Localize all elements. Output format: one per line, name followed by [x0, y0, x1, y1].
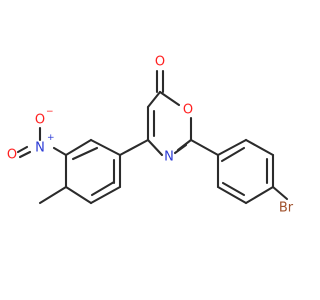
- bond-br5-br6-inner: [221, 181, 246, 197]
- bond-nitro-n-o-double-a: [16, 145, 29, 154]
- bond-methyl: [38, 185, 68, 205]
- bond-ar5-ar6: [89, 185, 122, 205]
- bond-nitro-n-o-double-b: [18, 150, 32, 159]
- bond-c2-aryl: [189, 138, 220, 157]
- bond-c-br: [271, 185, 289, 201]
- bond-n3-c4: [146, 138, 164, 157]
- bond-c5-c6: [146, 90, 162, 109]
- atom-nitro-oxygen: O: [35, 113, 45, 128]
- atom-carbonyl-oxygen: O: [155, 55, 165, 70]
- oxazinone-ring: [146, 69, 193, 157]
- atom-ring-oxygen: O: [183, 103, 193, 118]
- bond-ar5-ar6-inner: [90, 180, 116, 197]
- molecule-structure: O O N N + O − O Br: [7, 55, 294, 216]
- bond-ar1-ar2: [89, 138, 122, 157]
- nitro-methyl-phenyl-ring: [16, 126, 150, 205]
- bond-c6-o1: [158, 90, 181, 107]
- atom-bromine: Br: [279, 201, 294, 216]
- bond-br1-br2: [216, 138, 248, 157]
- atom-nitro-oxygen-double: O: [7, 148, 17, 163]
- bond-ar2-ar3-inner: [71, 146, 99, 161]
- bond-ar-nitro-n: [52, 146, 68, 157]
- bond-ar2-ar3: [64, 138, 93, 157]
- bond-c2-n3-double: [173, 143, 188, 155]
- atom-ring-nitrogen: N: [164, 150, 174, 165]
- bromophenyl-ring: [189, 138, 289, 205]
- bond-br5-br6: [216, 185, 248, 205]
- bond-br1-br2-inner: [220, 146, 246, 163]
- nitro-oxygen-charge: −: [46, 107, 54, 117]
- atom-nitro-nitrogen: N: [35, 141, 45, 156]
- bond-br2-br3: [244, 138, 275, 157]
- bond-ar4-ar5: [64, 185, 93, 205]
- nitro-nitrogen-charge: +: [47, 133, 55, 143]
- bond-br4-br5: [244, 185, 275, 205]
- bond-c4-aryl: [118, 138, 150, 157]
